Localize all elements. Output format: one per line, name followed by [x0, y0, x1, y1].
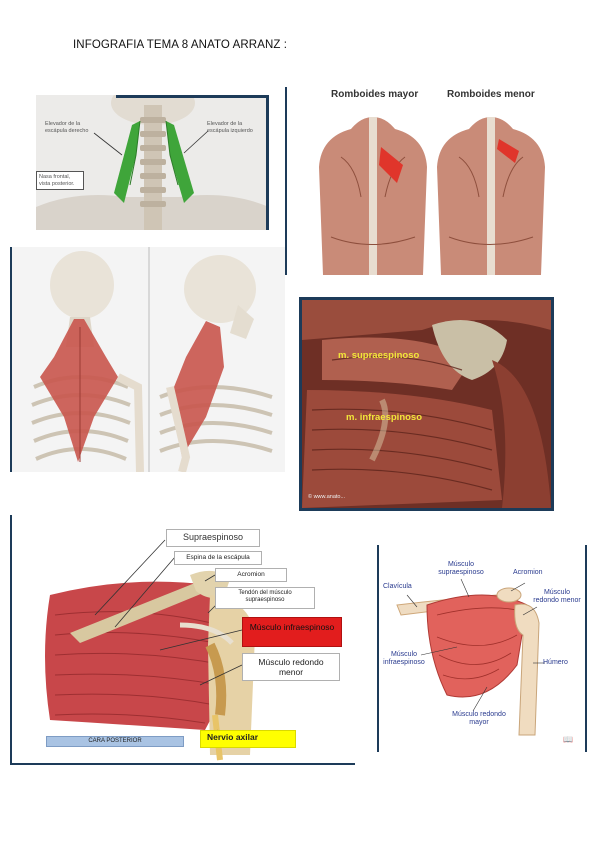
trapezius-image [10, 247, 285, 472]
label-musculo-supraespinoso: Músculo supraespinoso [438, 561, 484, 576]
callout-nervio-axilar: Nervio axilar [200, 730, 296, 748]
callout-espina: Espina de la escápula [174, 551, 262, 565]
label-supraespinoso: m. supraespinoso [338, 350, 420, 361]
label-musculo-infraespinoso: Músculo infraespinoso [383, 651, 425, 666]
shoulder-diagram-image: Clavícula Músculo supraespinoso Acromion… [377, 545, 587, 752]
label-infraespinoso: m. infraespinoso [346, 412, 423, 423]
label-redondo-menor: Músculo redondo menor [533, 589, 581, 604]
page-title: INFOGRAFIA TEMA 8 ANATO ARRANZ : [73, 39, 288, 51]
divider-line [285, 87, 287, 275]
rhomboids-illustration [319, 117, 545, 275]
levator-scapulae-illustration [36, 95, 269, 230]
levator-scapulae-image: Elevador de la escápula derecho Elevador… [36, 95, 269, 230]
callout-acromion: Acromion [215, 568, 287, 582]
panel-right-border [266, 95, 269, 230]
watermark: © www.anato... [308, 494, 346, 500]
shoulder-diagram-illustration [396, 578, 545, 736]
shoulder-muscles-illustration [302, 300, 551, 508]
label-levator-left: Elevador de la escápula izquierdo [207, 121, 253, 134]
book-icon: 📖 [563, 735, 573, 744]
label-box-posterior: Nasa frontal, vista posterior. [36, 171, 84, 191]
callout-infraespinoso: Músculo infraespinoso [242, 617, 342, 647]
label-redondo-mayor: Músculo redondo mayor [452, 711, 506, 726]
label-humero: Húmero [543, 659, 568, 666]
panel-left-border [10, 247, 12, 472]
panel-bottom-border [10, 763, 355, 765]
label-rhomboid-major: Romboides mayor [331, 89, 419, 100]
panel-top-border [116, 95, 269, 98]
label-levator-right: Elevador de la escápula derecho [45, 121, 89, 134]
callout-supraespinoso: Supraespinoso [166, 529, 260, 547]
trapezius-illustration [10, 247, 285, 472]
callout-tendon: Tendón del músculo supraespinoso [215, 587, 315, 609]
callout-redondo-menor: Músculo redondo menor [242, 653, 340, 681]
callout-cara-posterior: CARA POSTERIOR [46, 736, 184, 747]
label-acromion: Acromion [513, 569, 543, 576]
rotator-cuff-image: Supraespinoso Espina de la escápula Acro… [10, 515, 355, 765]
rhomboids-image: Romboides mayor Romboides menor [311, 87, 548, 275]
label-rhomboid-minor: Romboides menor [447, 89, 535, 100]
supraspinatus-photo: m. supraespinoso m. infraespinoso © www.… [299, 297, 554, 511]
label-clavicula: Clavícula [383, 583, 412, 590]
panel-left-border [10, 515, 12, 765]
panel-right-border [585, 545, 587, 752]
panel-left-border [377, 545, 379, 752]
